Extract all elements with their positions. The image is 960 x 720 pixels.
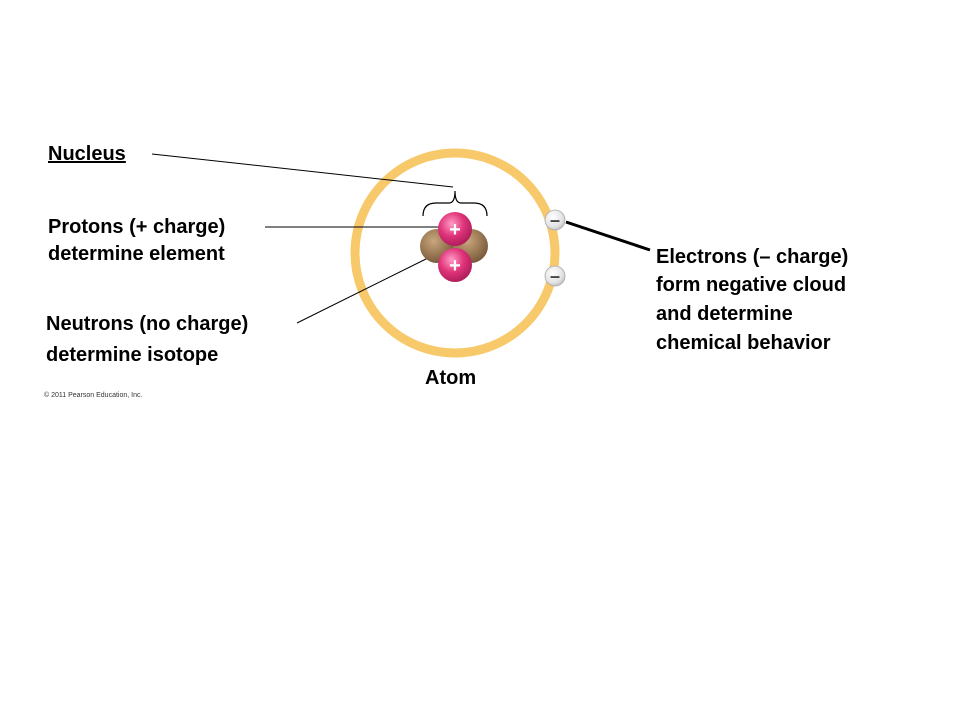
protons-label-line2: determine element (48, 243, 225, 265)
proton-top-sign: + (449, 219, 461, 241)
neutrons-label-line2: determine isotope (46, 344, 218, 366)
electron-orbit (350, 148, 560, 358)
electrons-label-line2: form negative cloud (656, 274, 846, 296)
electron-top-sign: – (550, 210, 560, 230)
nucleus-bracket (422, 190, 488, 217)
atom-label: Atom (425, 367, 476, 389)
nucleus-label: Nucleus (48, 143, 126, 165)
electron-bottom-sign: – (550, 266, 560, 286)
electron-bottom: – (544, 265, 566, 287)
protons-label-line1: Protons (+ charge) (48, 216, 225, 238)
electrons-label-line3: and determine (656, 303, 793, 325)
neutrons-label-line1: Neutrons (no charge) (46, 313, 248, 335)
nucleus-leader-line (151, 153, 454, 188)
copyright-notice: © 2011 Pearson Education, Inc. (44, 391, 142, 399)
proton-top (438, 212, 472, 246)
proton-bottom (438, 248, 472, 282)
electrons-label-line4: chemical behavior (656, 332, 831, 354)
electrons-label-line1: Electrons (– charge) (656, 246, 848, 268)
nucleus: + + (420, 212, 488, 282)
proton-bottom-sign: + (449, 255, 461, 277)
electrons-leader-line (565, 220, 651, 252)
neutrons-leader-line (296, 257, 429, 324)
electron-top: – (544, 209, 566, 231)
